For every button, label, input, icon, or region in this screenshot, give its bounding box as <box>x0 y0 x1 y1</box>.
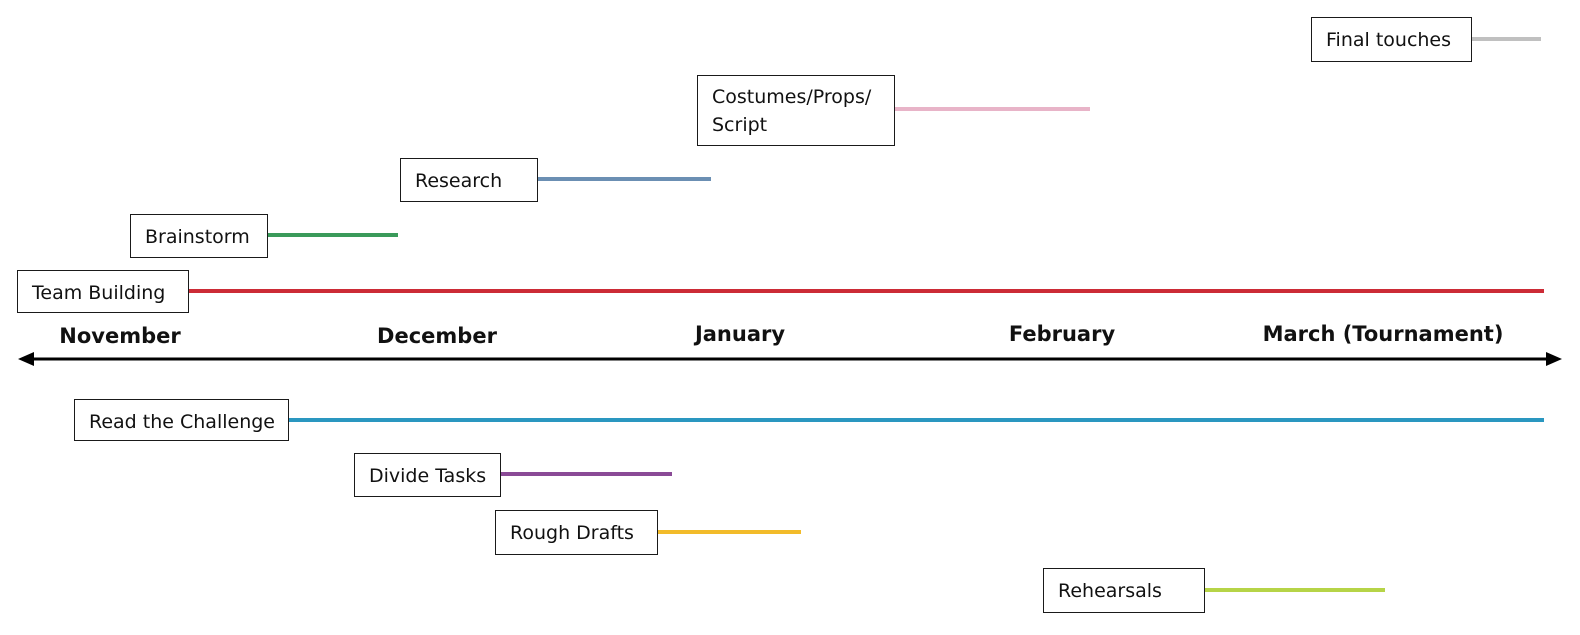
task-bar-rehearsals <box>1205 588 1385 592</box>
task-bar-rough-drafts <box>658 530 801 534</box>
task-bar-final-touches <box>1472 37 1541 41</box>
task-label-divide-tasks: Divide Tasks <box>354 453 501 497</box>
task-bar-team-building <box>189 289 1544 293</box>
task-bar-brainstorm <box>268 233 398 237</box>
task-label-brainstorm: Brainstorm <box>130 214 268 258</box>
task-bar-read-the-challenge <box>289 418 1544 422</box>
month-march: March (Tournament) <box>1262 322 1504 346</box>
axis-right-arrow-icon <box>1546 352 1562 366</box>
month-february: February <box>1008 322 1116 346</box>
month-december: December <box>377 324 497 348</box>
month-january: January <box>694 322 786 346</box>
task-label-team-building: Team Building <box>17 270 189 313</box>
task-bar-research <box>538 177 711 181</box>
task-label-costumes-props-script: Costumes/Props/ Script <box>697 75 895 146</box>
task-bar-divide-tasks <box>501 472 672 476</box>
month-november: November <box>59 324 181 348</box>
task-label-read-the-challenge: Read the Challenge <box>74 399 289 441</box>
task-label-final-touches: Final touches <box>1311 17 1472 62</box>
task-label-rough-drafts: Rough Drafts <box>495 510 658 555</box>
task-label-rehearsals: Rehearsals <box>1043 568 1205 613</box>
task-bar-costumes-props-script <box>895 107 1090 111</box>
axis-left-arrow-icon <box>18 352 34 366</box>
task-label-research: Research <box>400 158 538 202</box>
